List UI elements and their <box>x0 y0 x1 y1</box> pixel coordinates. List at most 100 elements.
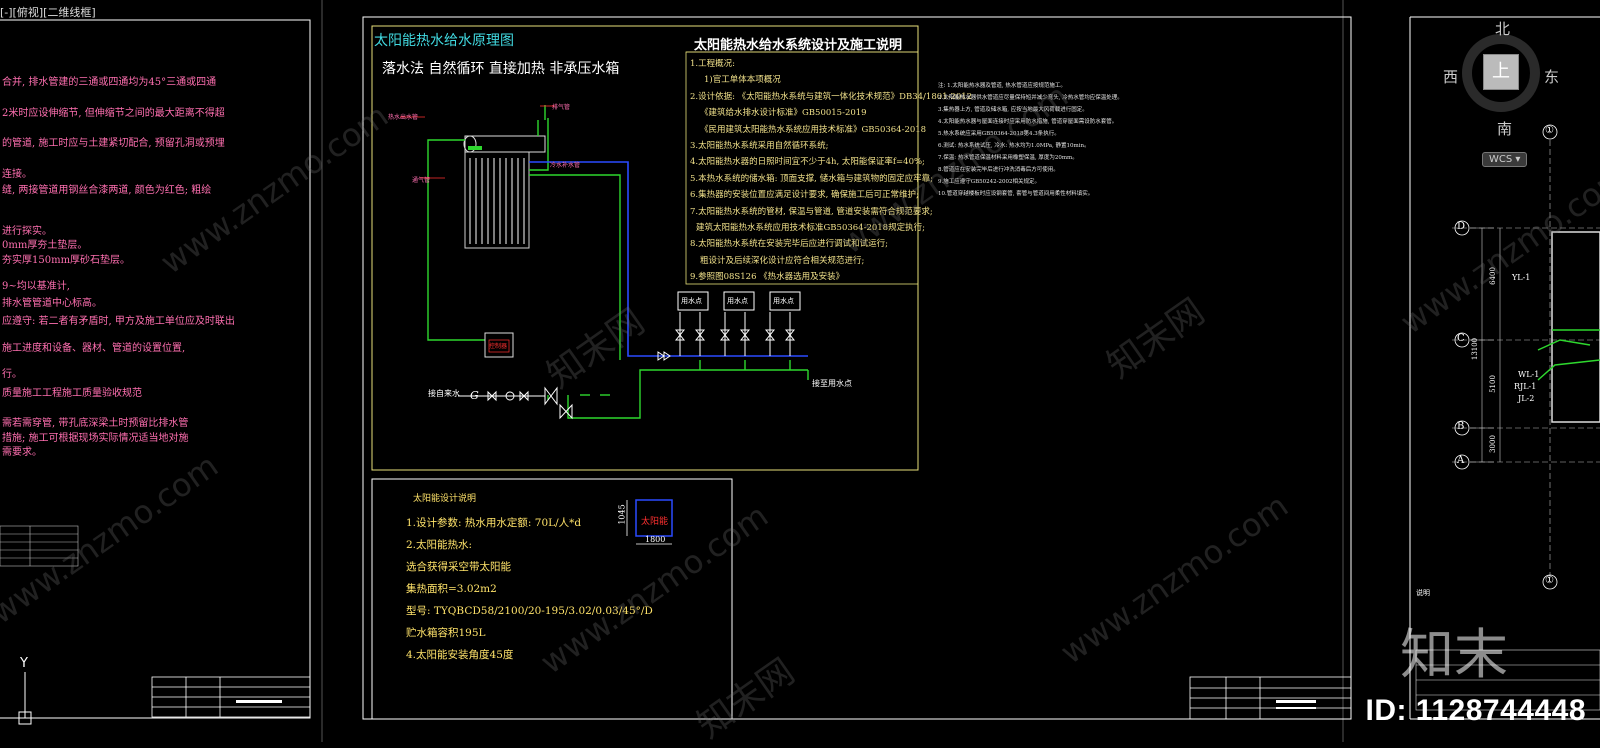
left-note-line: 排水管管道中心标高。 <box>2 297 102 309</box>
label-pipe-left: 热水出水管 <box>388 114 419 121</box>
dim-label: 3000 <box>1488 435 1497 453</box>
spec-table <box>685 51 919 285</box>
left-note-line: 应遵守: 若二者有矛盾时, 甲方及施工单位应及时联出 <box>2 316 235 327</box>
ucs-y-label: Y <box>20 656 28 671</box>
left-note-line: 合并, 排水管建的三通或四通均为45°三通或四通 <box>2 77 217 88</box>
viewcube-ring[interactable] <box>1462 34 1540 112</box>
right-notes: 注: 1.太阳能热水器及管道, 热水管道应按规范施工。 2.太阳能热水器供水管道… <box>938 80 1123 200</box>
solar-note-line: 型号: TYQBCD58/2100/20-195/3.02/0.03/45°/D <box>406 605 653 617</box>
left-note-line: 0mm厚夯土垫层。 <box>2 240 88 251</box>
wcs-menu[interactable]: WCS ▾ <box>1482 152 1528 167</box>
solar-note-line: 1.设计参数: 热水用水定额: 70L/人*d <box>406 517 582 529</box>
label-vent: 通气管 <box>412 177 431 184</box>
title-block <box>1189 676 1352 720</box>
solar-symbol <box>635 499 673 537</box>
dim-label: 13100 <box>1471 337 1480 361</box>
viewport-label[interactable]: [-][俯视][二维线框] <box>0 6 96 19</box>
spec-lines: 1.工程概况: 1)官工单体本项概况 2.设计依据: 《太阳能热水系统与建筑一体… <box>690 56 972 286</box>
wcs-label: WCS <box>1489 154 1513 165</box>
right-note-line: 8.管道应在安装完毕后进行冲洗消毒后方可使用。 <box>938 167 1059 173</box>
spec-line: 《民用建筑太阳能热水系统应用技术标准》GB50364-2018 <box>700 124 927 135</box>
right-note-line: 7.保温: 热水管道保温材料采用橡塑保温, 厚度为20mm。 <box>938 155 1078 161</box>
pipe-label: RJL-1 <box>1514 382 1537 391</box>
ucs-icon <box>18 672 80 725</box>
right-note-line: 3.集热器上方, 管道及储水箱, 应按当地最大风荷载进行固定。 <box>938 107 1088 113</box>
solar-notes-title: 太阳能设计说明 <box>413 494 477 504</box>
axis-label: A <box>1457 455 1465 466</box>
spec-line: 2.设计依据: 《太阳能热水系统与建筑一体化技术规范》DB34/1801-201… <box>690 91 973 102</box>
label-water-supply: 接自来水 <box>428 389 460 398</box>
left-note-line: 需要求。 <box>2 447 42 458</box>
spec-line: 5.本热水系统的储水箱: 顶面支撑, 储水箱与建筑物的固定应牢靠; <box>690 173 933 184</box>
label-to-use: 接至用水点 <box>812 379 852 388</box>
pipe-label: JL-2 <box>1518 394 1535 403</box>
id-label: ID: 1128744448 <box>1365 694 1586 727</box>
spec-line: 1)官工单体本项概况 <box>704 75 781 86</box>
label-pipe-right: 排气管 <box>552 104 571 111</box>
right-note-line: 注: 1.太阳能热水器及管道, 热水管道应按规范施工。 <box>938 83 1066 89</box>
right-note-line: 9.施工应遵守GB50242-2002相关规定。 <box>938 179 1041 185</box>
right-note-title: 说明 <box>1416 589 1430 597</box>
spec-line: 建筑太阳能热水系统应用技术标准GB50364-2018规定执行; <box>696 223 925 234</box>
axis-number: ① <box>1545 125 1554 136</box>
solar-note-line: 贮水箱容积195L <box>406 627 486 639</box>
left-note-line: 9~均以基准计, <box>2 281 70 292</box>
right-note-line: 6.测试: 热水系统试压, 冷水: 热水均为1.0MPa, 静置10min。 <box>938 143 1090 149</box>
left-note-line: 夯实厚150mm厚砂石垫层。 <box>2 254 131 266</box>
label-meter: G <box>470 389 479 402</box>
solar-notes: 1.设计参数: 热水用水定额: 70L/人*d 2.太阳能热水: 选合获得采空带… <box>406 512 653 666</box>
axis-number: ① <box>1545 575 1554 586</box>
right-note-line: 10.管道穿越楼板时应设钢套管, 套管与管道间用柔性材料填实。 <box>938 191 1094 197</box>
spec-line: 8.太阳能热水系统在安装完毕后应进行调试和试运行; <box>690 239 888 250</box>
solar-note-line: 集热面积=3.02m2 <box>406 583 497 595</box>
left-note-line: 进行探实。 <box>2 225 52 237</box>
dim-height: 1045 <box>617 504 627 525</box>
left-note-line: 缝, 两接管道用钢丝合漆两道, 颜色为红色; 粗绘 <box>2 185 212 196</box>
axis-label: B <box>1457 421 1465 432</box>
label-user-a: 用水点 <box>681 297 702 305</box>
spec-line: 1.工程概况: <box>690 59 735 69</box>
solar-note-line: 4.太阳能安装角度45度 <box>406 649 514 661</box>
solar-note-line: 选合获得采空带太阳能 <box>406 561 511 573</box>
left-notes: 合并, 排水管建的三通或四通均为45°三通或四通 2米时应设伸缩节, 但伸缩节之… <box>2 76 235 461</box>
pipe-label: WL-1 <box>1518 370 1540 379</box>
spec-line: 9.参照图08S126 《热水器选用及安装》 <box>690 272 845 283</box>
pipe-label: YL-1 <box>1512 273 1531 282</box>
right-note-line: 5.热水系统应采用GB50364-2018第4.3条执行。 <box>938 131 1060 137</box>
dim-width: 1800 <box>645 535 666 544</box>
left-note-line: 施工进度和设备、器材、管道的设置位置, <box>2 342 186 354</box>
label-controller: 控制器 <box>489 343 508 350</box>
spec-line: 7.太阳能热水系统的管材, 保温与管道, 管道安装需符合规范要求; <box>690 206 933 217</box>
solar-symbol-label: 太阳能 <box>641 517 669 527</box>
solar-note-line: 2.太阳能热水: <box>406 539 473 551</box>
chevron-down-icon: ▾ <box>1515 154 1521 165</box>
watermark-logo: 知末 <box>1400 623 1508 686</box>
compass-south[interactable]: 南 <box>1497 120 1513 138</box>
spec-line: 6.集热器的安装位置应满足设计要求, 确保施工后可正常维护; <box>690 190 919 201</box>
dim-label: 5100 <box>1488 375 1497 393</box>
left-note-line: 的管道, 施工时应与土建紧切配合, 预留孔洞或预埋 <box>2 138 225 149</box>
spec-line: 4.太阳能热水器的日照时间宜不少于4h, 太阳能保证率f=40%; <box>690 157 925 168</box>
label-user-b: 用水点 <box>727 297 748 305</box>
compass-north[interactable]: 北 <box>1495 20 1511 38</box>
schematic-subtitle: 落水法 自然循环 直接加热 非承压水箱 <box>382 61 620 77</box>
axis-label: D <box>1457 221 1466 232</box>
compass-west[interactable]: 西 <box>1443 68 1459 86</box>
solar-collector <box>463 135 546 249</box>
left-note-line: 行。 <box>2 369 22 380</box>
left-note-line: 质量施工工程施工质量验收规范 <box>2 387 142 399</box>
axis-label: C <box>1457 333 1465 344</box>
left-note-line: 连接。 <box>2 168 32 180</box>
spec-line: 《建筑给水排水设计标准》GB50015-2019 <box>700 108 867 119</box>
spec-line: 粗设计及后续深化设计应符合相关规范进行; <box>700 255 865 266</box>
right-note-line: 2.太阳能热水器供水管道应尽量保持短并减少弯头, 冷热水管均应保温处理。 <box>938 95 1123 101</box>
compass-east[interactable]: 东 <box>1544 68 1560 86</box>
label-pipe-mid: 冷水补水管 <box>550 162 581 169</box>
spec-line: 3.太阳能热水系统采用自然循环系统; <box>690 141 829 152</box>
label-user-c: 用水点 <box>773 297 794 305</box>
left-note-line: 需若需穿管, 带孔底深梁土时预留比排水管 <box>2 418 189 429</box>
schematic-title: 太阳能热水给水原理图 <box>374 33 514 49</box>
viewcube-top-face[interactable]: 上 <box>1483 54 1519 90</box>
right-note-line: 4.太阳能热水器与屋面连接时应采用防水措施, 管道穿屋面需设防水套管。 <box>938 119 1118 125</box>
